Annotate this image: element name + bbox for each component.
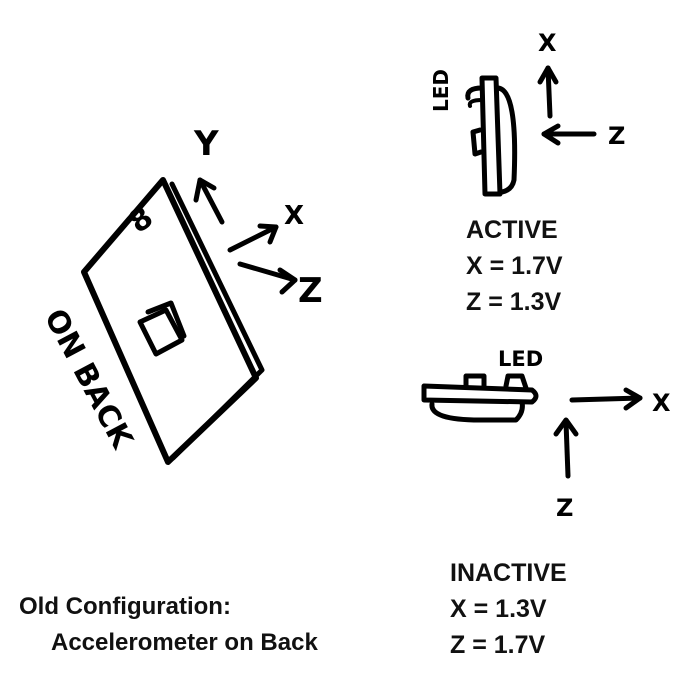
x-axis-label: X — [284, 201, 304, 231]
board-thickness-edge — [169, 181, 265, 461]
chip-side — [145, 300, 187, 339]
y-axis-arrowhead — [193, 177, 217, 203]
x-axis-arrowhead — [257, 223, 279, 245]
board-sketch: 8 ON BACK — [37, 177, 265, 465]
active-led-2 — [467, 98, 484, 108]
active-z-label: Z — [608, 122, 625, 150]
inactive-x-arrow — [569, 395, 643, 403]
active-x-arrow — [545, 65, 553, 119]
board-outline — [81, 177, 259, 465]
z-axis-arrowhead — [277, 267, 298, 295]
inactive-sketch: LED X Z — [421, 347, 671, 522]
caption-line-1: Old Configuration: — [19, 593, 231, 620]
inactive-chip — [503, 373, 529, 391]
inactive-z-label: Z — [556, 494, 573, 522]
on-back-label: ON BACK — [37, 303, 140, 456]
inactive-x-label: X — [652, 389, 671, 417]
caption: Old Configuration: Accelerometer on Back — [19, 589, 318, 661]
inactive-z-arrowhead — [553, 417, 579, 437]
active-chip — [470, 127, 484, 157]
inactive-board-outline — [421, 383, 539, 405]
y-axis-label: Y — [193, 124, 219, 164]
inactive-x-reading: X = 1.3V — [450, 595, 547, 623]
chip-outline — [137, 307, 185, 357]
active-x-label: X — [538, 29, 557, 57]
z-axis-label: Z — [298, 271, 323, 311]
inactive-x-arrowhead — [623, 387, 643, 411]
active-board-outline — [479, 75, 503, 197]
inactive-led-label: LED — [498, 347, 543, 371]
inactive-led — [463, 373, 487, 389]
active-title: ACTIVE — [466, 216, 558, 244]
board-axes: Y X Z — [193, 124, 323, 311]
inactive-readings: INACTIVE X = 1.3V Z = 1.7V — [450, 555, 567, 663]
inactive-z-reading: Z = 1.7V — [450, 631, 546, 659]
active-led-label: LED — [429, 69, 453, 112]
active-led — [465, 85, 485, 101]
active-x-arrowhead — [537, 65, 559, 85]
inactive-board-under — [429, 399, 525, 423]
x-axis-arrow — [227, 224, 279, 253]
inactive-title: INACTIVE — [450, 559, 567, 587]
z-axis-arrow — [237, 261, 298, 283]
board-marking: 8 — [123, 200, 160, 241]
active-sketch: LED X Z — [429, 29, 625, 197]
active-x-reading: X = 1.7V — [466, 252, 563, 280]
active-z-reading: Z = 1.3V — [466, 288, 562, 316]
active-z-arrowhead — [541, 123, 561, 146]
active-board-back — [495, 85, 518, 195]
inactive-z-arrow — [563, 419, 571, 479]
active-readings: ACTIVE X = 1.7V Z = 1.3V — [466, 212, 563, 320]
caption-line-2: Accelerometer on Back — [51, 629, 318, 656]
y-axis-arrow — [197, 177, 225, 225]
